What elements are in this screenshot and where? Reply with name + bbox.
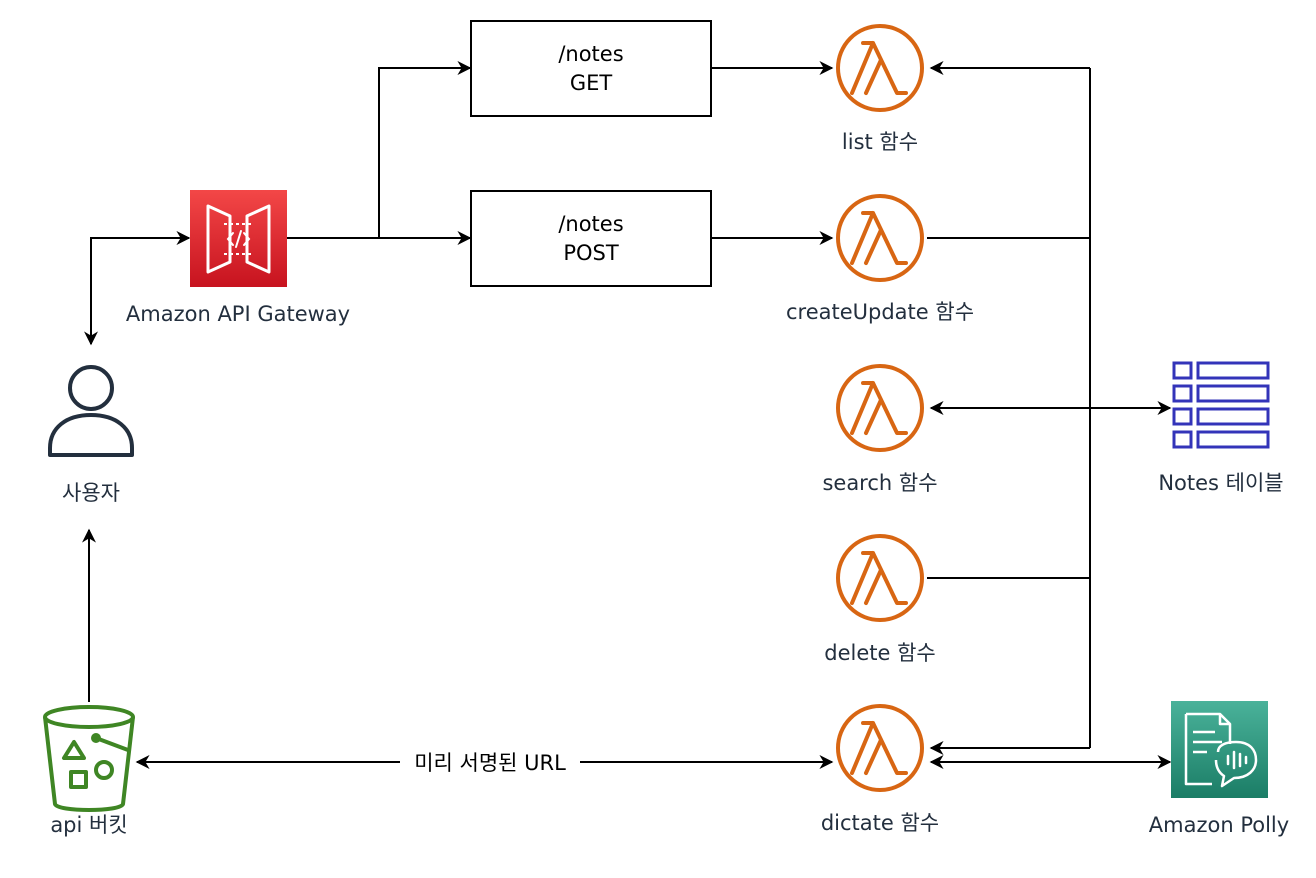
polly-icon	[1171, 701, 1268, 798]
lambda-icon	[836, 194, 924, 282]
edges	[82, 61, 1172, 769]
route-post-method: POST	[563, 241, 619, 265]
route-get-box: /notes GET	[470, 20, 712, 117]
api-gateway-label: Amazon API Gateway	[126, 302, 350, 326]
api-gateway-node: Amazon API Gateway	[126, 190, 350, 326]
lambda-icon	[836, 364, 924, 452]
presigned-url-label: 미리 서명된 URL	[414, 751, 566, 775]
api-gateway-icon	[190, 190, 287, 287]
presigned-url-label-group: 미리 서명된 URL	[400, 748, 580, 776]
user-icon	[48, 365, 134, 457]
bucket-label: api 버킷	[50, 813, 127, 837]
dynamodb-table-icon	[1172, 361, 1270, 449]
lambda-icon	[836, 534, 924, 622]
user-label: 사용자	[62, 481, 120, 505]
user-node: 사용자	[48, 365, 134, 505]
lambda-create-update-label: createUpdate 함수	[786, 300, 974, 324]
route-get-path: /notes	[558, 42, 623, 66]
lambda-dictate-label: dictate 함수	[821, 811, 939, 835]
polly-label: Amazon Polly	[1149, 813, 1289, 837]
notes-table-node: Notes 테이블	[1158, 361, 1284, 495]
lambda-search-node: search 함수	[822, 364, 938, 495]
edge-user-api-gateway	[84, 231, 191, 346]
lambda-create-update-node: createUpdate 함수	[786, 194, 974, 324]
lambda-delete-node: delete 함수	[824, 534, 936, 665]
bucket-node: api 버킷	[43, 705, 135, 837]
lambda-search-label: search 함수	[822, 471, 937, 495]
notes-table-label: Notes 테이블	[1158, 471, 1283, 495]
lambda-list-node: list 함수	[836, 24, 924, 154]
route-post-path: /notes	[558, 212, 623, 236]
route-post-box: /notes POST	[470, 190, 712, 287]
presigned-url-label-bg	[400, 748, 580, 776]
lambda-icon	[836, 704, 924, 792]
lambda-list-label: list 함수	[842, 130, 918, 154]
lambda-delete-label: delete 함수	[824, 641, 935, 665]
route-get-method: GET	[570, 71, 613, 95]
polly-node: Amazon Polly	[1149, 701, 1289, 837]
edge-api-gateway-get	[287, 61, 472, 239]
s3-bucket-icon	[43, 705, 135, 812]
lambda-icon	[836, 24, 924, 112]
lambda-dictate-node: dictate 함수	[821, 704, 939, 835]
